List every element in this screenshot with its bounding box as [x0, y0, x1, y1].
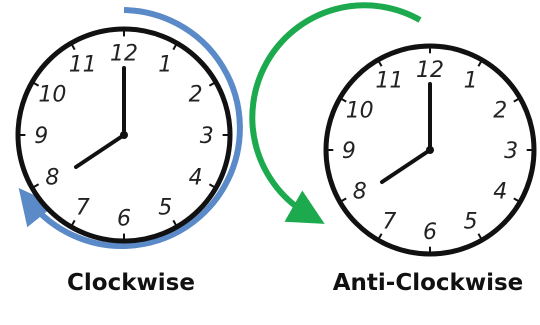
- numeral-12: 12: [416, 58, 444, 83]
- numeral-3: 3: [200, 124, 214, 149]
- numeral-4: 4: [493, 180, 507, 205]
- numeral-6: 6: [423, 220, 437, 245]
- numeral-9: 9: [34, 124, 48, 149]
- numeral-1: 1: [158, 52, 172, 77]
- numeral-3: 3: [504, 139, 518, 164]
- numeral-6: 6: [117, 207, 131, 232]
- numeral-5: 5: [158, 196, 172, 221]
- numeral-1: 1: [464, 69, 478, 94]
- numeral-2: 2: [493, 98, 507, 123]
- numeral-8: 8: [353, 180, 367, 205]
- numeral-5: 5: [464, 209, 478, 234]
- numeral-10: 10: [346, 98, 374, 123]
- numeral-4: 4: [189, 165, 203, 190]
- numeral-10: 10: [38, 83, 66, 108]
- anticlockwise-caption: Anti-Clockwise: [316, 270, 540, 296]
- clock-center: [120, 131, 128, 139]
- numeral-2: 2: [189, 83, 203, 108]
- clock-center: [426, 146, 434, 154]
- numeral-11: 11: [375, 69, 403, 94]
- numeral-7: 7: [382, 209, 396, 234]
- numeral-11: 11: [69, 52, 97, 77]
- clockwise-caption: Clockwise: [52, 270, 210, 296]
- numeral-9: 9: [342, 139, 356, 164]
- numeral-12: 12: [110, 41, 138, 66]
- numeral-8: 8: [45, 165, 59, 190]
- numeral-7: 7: [76, 196, 90, 221]
